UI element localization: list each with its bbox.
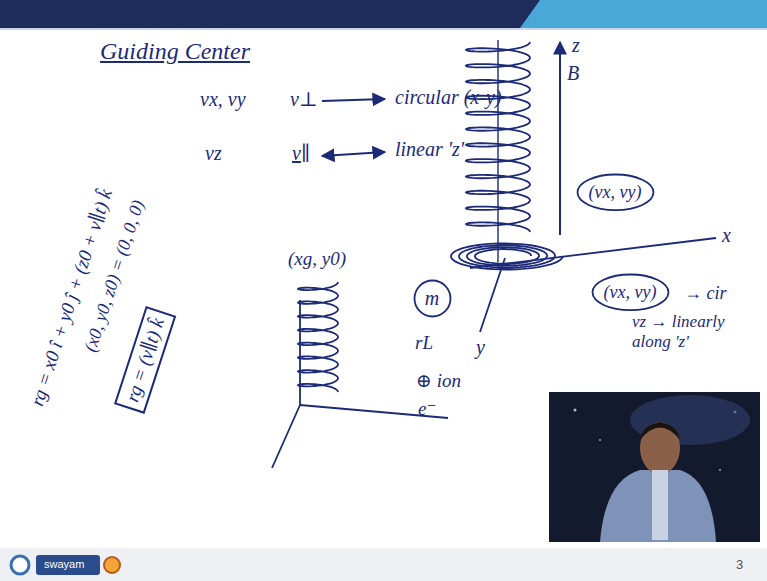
top-bar (0, 0, 767, 28)
larmor-radius: rL (415, 332, 433, 354)
slide-title: Guiding Center (100, 38, 250, 66)
node-text: (vx, vy) (589, 182, 642, 203)
axis-label: x (722, 224, 731, 247)
logo (11, 556, 29, 574)
circled-mass: m (413, 279, 452, 318)
node-text: rg = (v∥t) k̂ (121, 315, 169, 404)
top-bar-accent (520, 0, 767, 28)
axis (470, 238, 716, 268)
logo-text: swayam (44, 558, 84, 571)
circled-components: (vx, vy) (576, 173, 655, 212)
video-inset (549, 392, 760, 542)
particle-label: ⊕ ion (416, 370, 461, 392)
velocity-components: vx, vy (200, 88, 246, 111)
arrow (322, 99, 385, 101)
presenter (640, 422, 680, 474)
axis-label: y (476, 336, 485, 359)
axis (299, 300, 301, 405)
circled-components: (vx, vy) (591, 273, 670, 312)
node-text: m (425, 287, 439, 310)
helix (298, 282, 338, 392)
boxed-result: rg = (v∥t) k̂ (114, 306, 176, 414)
circular-orbit (451, 243, 563, 269)
motion-note: vz → linearly along 'z' (632, 312, 752, 351)
motion-note: → cir (684, 283, 727, 304)
field-arrow (559, 42, 561, 235)
logo (104, 557, 120, 573)
motion-note: linear 'z' (395, 138, 464, 161)
axis (480, 258, 505, 332)
bottom-bar (0, 548, 767, 581)
axis (272, 405, 300, 468)
logo (36, 555, 100, 575)
axis-label: z (572, 34, 580, 57)
velocity-component: vz (205, 142, 222, 165)
motion-note: circular (x-y) (395, 86, 501, 109)
presenter (600, 470, 716, 542)
top-rule (0, 28, 767, 30)
coordinate-label: (xg, y0) (288, 248, 346, 270)
arrow (322, 152, 385, 156)
axis (497, 40, 498, 262)
slide-number: 3 (736, 558, 743, 573)
perp-velocity: v⊥ (290, 88, 318, 111)
particle-label: e⁻ (418, 398, 436, 420)
field-label: B (567, 62, 579, 85)
node-text: (vx, vy) (604, 282, 657, 303)
parallel-velocity: v∥ (292, 142, 310, 165)
